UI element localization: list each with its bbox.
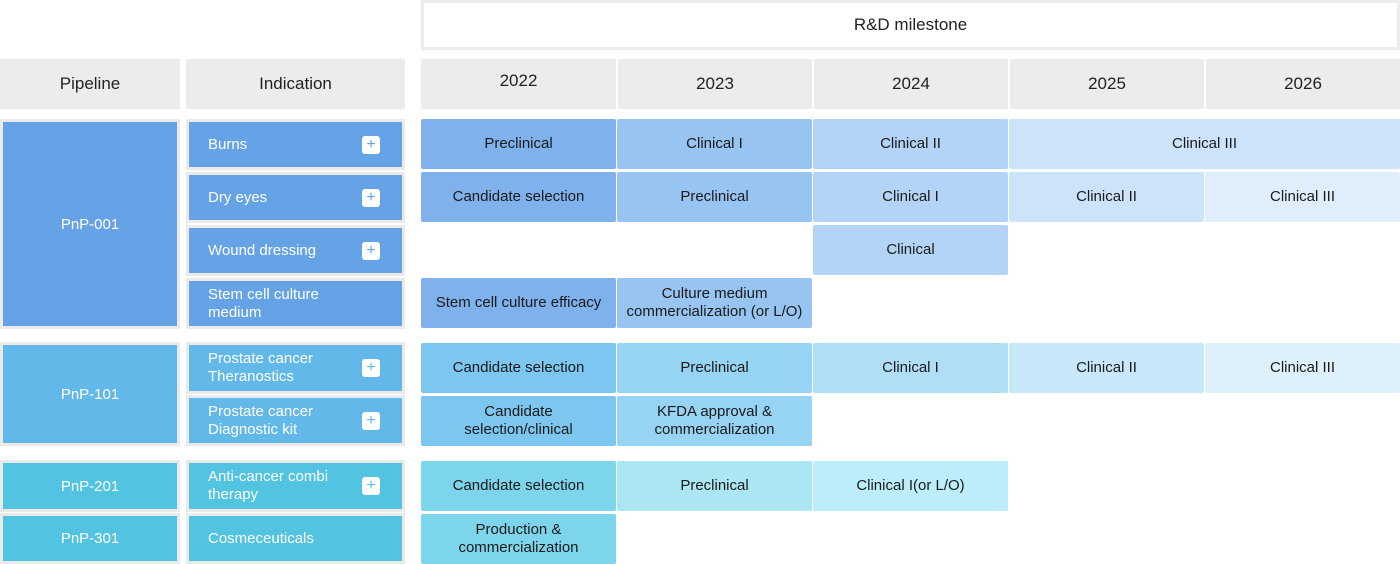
indication-stem-cell-culture-medium: Stem cell culture medium xyxy=(186,278,405,329)
milestone-cell: Clinical I xyxy=(813,343,1008,393)
milestone-cell: Candidate selection xyxy=(421,461,616,511)
milestone-cell: Candidate selection/clinical xyxy=(421,396,616,446)
pipeline-pnp-201: PnP-201 xyxy=(0,460,180,512)
indication-label: Wound dressing xyxy=(208,241,317,259)
indication-dry-eyes: Dry eyes + xyxy=(186,172,405,223)
milestone-cell: KFDA approval & commercialization xyxy=(617,396,812,446)
indication-label: Stem cell culture medium xyxy=(208,285,319,321)
year-header-2022: 2022 xyxy=(421,59,616,109)
indication-burns: Burns + xyxy=(186,119,405,170)
milestone-cell: Clinical I xyxy=(617,119,812,169)
pipeline-pnp-101: PnP-101 xyxy=(0,342,180,446)
milestone-cell: Candidate selection xyxy=(421,343,616,393)
indication-anti-cancer-combi-therapy: Anti-cancer combi therapy + xyxy=(186,460,405,512)
milestone-cell: Clinical III xyxy=(1205,343,1400,393)
indication-prostate-cancer-theranostics: Prostate cancer Theranostics + xyxy=(186,342,405,394)
indication-label: Prostate cancer Theranostics xyxy=(208,350,314,385)
milestone-cell: Clinical xyxy=(813,225,1008,275)
pipeline-pnp-001: PnP-001 xyxy=(0,119,180,329)
year-header-2026: 2026 xyxy=(1205,59,1400,109)
pipeline-column-header: Pipeline xyxy=(0,59,180,109)
pipeline-pnp-301: PnP-301 xyxy=(0,513,180,564)
milestone-cell: Clinical II xyxy=(1009,172,1204,222)
milestone-cell: Clinical I xyxy=(813,172,1008,222)
indication-label: Prostate cancer Diagnostic kit xyxy=(208,402,314,438)
milestone-cell: Clinical II xyxy=(813,119,1008,169)
indication-cosmeceuticals: Cosmeceuticals xyxy=(186,513,405,564)
indication-prostate-cancer-diagnostic-kit: Prostate cancer Diagnostic kit + xyxy=(186,395,405,446)
milestone-cell: Candidate selection xyxy=(421,172,616,222)
plus-icon[interactable]: + xyxy=(362,241,380,260)
indication-column-header: Indication xyxy=(186,59,405,109)
rd-milestone-title: R&D milestone xyxy=(853,15,968,34)
milestone-cell: Clinical I(or L/O) xyxy=(813,461,1008,511)
milestone-cell: Clinical III xyxy=(1205,172,1400,222)
rd-milestone-header: R&D milestone xyxy=(421,0,1400,50)
indication-label: Burns xyxy=(208,135,248,153)
plus-icon[interactable]: + xyxy=(362,135,380,154)
milestone-cell: Clinical II xyxy=(1009,343,1204,393)
year-header-2024: 2024 xyxy=(813,59,1008,109)
indication-label: Dry eyes xyxy=(208,188,268,206)
milestone-cell: Preclinical xyxy=(617,172,812,222)
milestone-cell: Culture medium commercialization (or L/O… xyxy=(617,278,812,328)
year-header-2025: 2025 xyxy=(1009,59,1204,109)
milestone-cell: Preclinical xyxy=(617,343,812,393)
plus-icon[interactable]: + xyxy=(362,411,380,430)
milestone-cell: Preclinical xyxy=(421,119,616,169)
milestone-cell: Stem cell culture efficacy xyxy=(421,278,616,328)
year-header-2023: 2023 xyxy=(617,59,812,109)
indication-label: Anti-cancer combi therapy xyxy=(208,468,329,503)
milestone-cell: Preclinical xyxy=(617,461,812,511)
indication-wound-dressing: Wound dressing + xyxy=(186,225,405,276)
plus-icon[interactable]: + xyxy=(362,188,380,207)
milestone-cell: Production & commercialization xyxy=(421,514,616,564)
plus-icon[interactable]: + xyxy=(362,359,380,377)
milestone-cell: Clinical III xyxy=(1009,119,1400,169)
plus-icon[interactable]: + xyxy=(362,477,380,495)
indication-label: Cosmeceuticals xyxy=(208,529,314,547)
